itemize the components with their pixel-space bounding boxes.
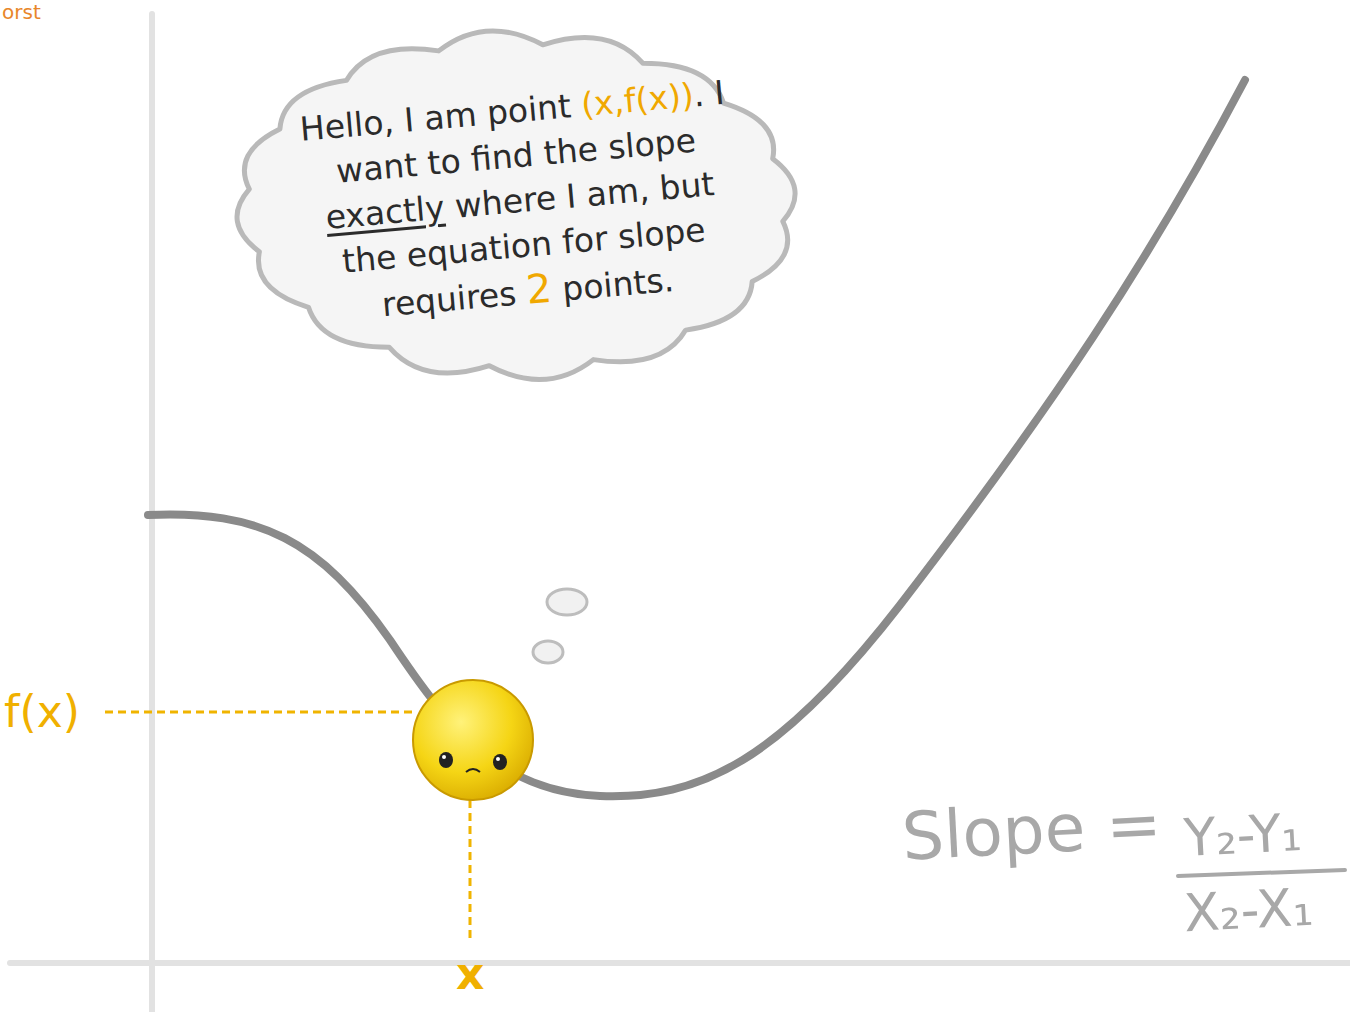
thought-text-part: exactly (324, 187, 446, 236)
thought-cloud: Hello, I am point (x,f(x)). I want to fi… (222, 18, 810, 392)
axis-label: x (456, 948, 484, 999)
page-fragment: orst (2, 0, 41, 24)
thought-bubble (547, 589, 587, 615)
thought-text: Hello, I am point (x,f(x)). I want to fi… (291, 69, 749, 333)
leader-line (105, 711, 412, 714)
axis-label: f(x) (4, 686, 80, 737)
formula-text: Slope = (900, 785, 1163, 875)
formula-denominator: X₂-X₁ (1183, 877, 1315, 944)
thought-text-part: . (692, 74, 706, 114)
mouth (466, 769, 480, 772)
thought-text-part: (x,f(x)) (580, 75, 696, 124)
thought-text-part: 2 (524, 264, 553, 312)
eye-glint (496, 757, 500, 761)
x-axis (10, 960, 1350, 966)
fraction-bar (1178, 870, 1345, 876)
leader-line (469, 800, 472, 940)
point-character (413, 680, 533, 800)
eye (439, 752, 453, 768)
thought-bubble (533, 641, 563, 663)
formula-numerator: Y₂-Y₁ (1183, 802, 1304, 868)
eye-glint (442, 755, 446, 759)
eye (493, 754, 507, 770)
cloud-shape (237, 31, 795, 380)
thought-text-part: points. (561, 260, 676, 309)
